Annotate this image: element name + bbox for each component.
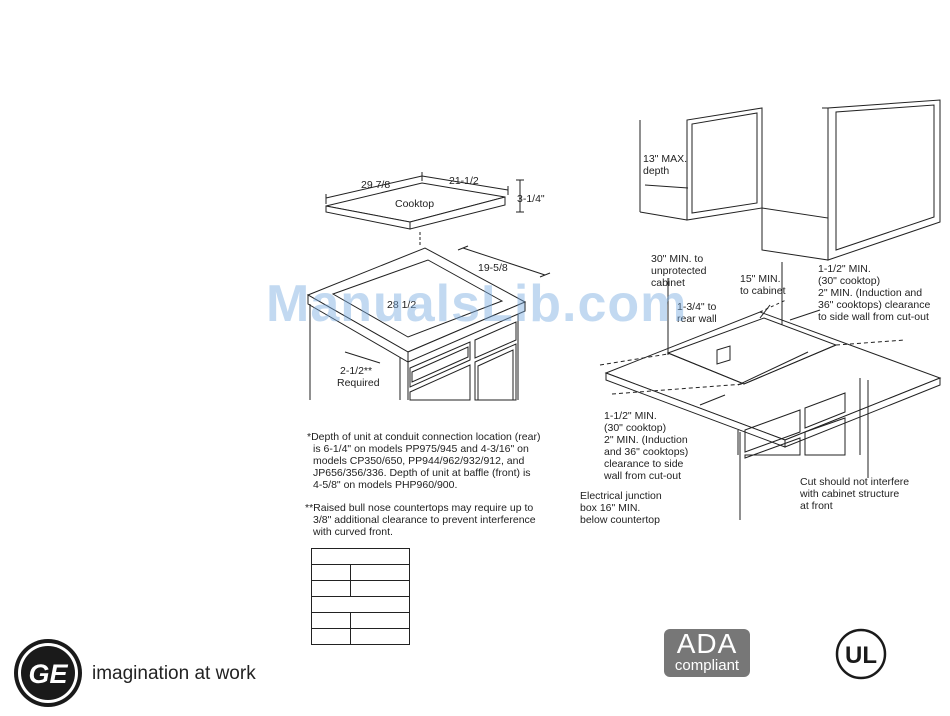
note-depth: *Depth of unit at conduit connection loc… <box>307 431 540 491</box>
ge-logo: GE <box>14 639 82 707</box>
cut-note-line-1: Cut should not interfere <box>800 476 909 488</box>
note-bull-nose: **Raised bull nose countertops may requi… <box>305 502 536 538</box>
ada-compliant-badge: ADA compliant <box>664 629 750 677</box>
ada-badge-subtitle: compliant <box>674 657 740 674</box>
side-upper-line-3: 2" MIN. (Induction and <box>818 287 922 299</box>
side-lower-line-5: clearance to side <box>604 458 684 470</box>
min-30-line-1: 30" MIN. to <box>651 253 703 265</box>
side-upper-line-2: (30" cooktop) <box>818 275 880 287</box>
dim-3-label: 3-1/4" <box>517 193 545 205</box>
max-depth-line-1: 13" MAX. <box>643 153 687 165</box>
max-depth-line-2: depth <box>643 165 669 177</box>
note-depth-line-1: *Depth of unit at conduit connection loc… <box>307 431 541 443</box>
note-depth-line-5: 4-5/8" on models PHP960/900. <box>313 479 458 491</box>
junction-line-3: below countertop <box>580 514 660 526</box>
side-lower-line-1: 1-1/2" MIN. <box>604 410 657 422</box>
ge-logo-text: GE <box>28 659 68 689</box>
dim-29-label: 29 7/8 <box>361 179 390 191</box>
table-cell <box>311 580 351 597</box>
junction-line-1: Electrical junction <box>580 490 662 502</box>
ul-logo: UL <box>835 628 887 680</box>
required-word-label: Required <box>337 377 380 389</box>
dim-19-label: 19-5/8 <box>478 262 508 274</box>
min-30-line-2: unprotected <box>651 265 707 277</box>
cooktop-label: Cooktop <box>395 198 434 210</box>
watermark: ManualsLib.com <box>266 275 688 333</box>
side-lower-line-3: 2" MIN. (Induction <box>604 434 688 446</box>
table-row <box>311 580 410 597</box>
min-30-line-3: cabinet <box>651 277 685 289</box>
side-upper-line-5: to side wall from cut-out <box>818 311 929 323</box>
note-bull-nose-line-1: **Raised bull nose countertops may requi… <box>305 502 534 514</box>
rear-wall-line-2: rear wall <box>677 313 717 325</box>
side-lower-line-2: (30" cooktop) <box>604 422 666 434</box>
table-cell <box>350 564 410 581</box>
note-depth-line-3: models CP350/650, PP944/962/932/912, and <box>313 455 525 467</box>
table-row <box>311 564 410 581</box>
dim-28-label: 28 1/2 <box>387 299 416 311</box>
table-cell <box>311 612 351 629</box>
side-lower-line-6: wall from cut-out <box>603 470 681 482</box>
table-cell <box>311 564 351 581</box>
ada-badge-title: ADA <box>676 628 738 659</box>
table-row <box>311 612 410 629</box>
ge-tagline: imagination at work <box>92 663 256 684</box>
base-cabinet-illustration <box>306 245 551 401</box>
countertop-clearance-illustration <box>599 99 942 520</box>
dim-21-label: 21-1/2 <box>449 175 479 187</box>
note-depth-line-2: is 6-1/4" on models PP975/945 and 4-3/16… <box>313 443 529 455</box>
note-depth-line-4: JP656/356/336. Depth of unit at baffle (… <box>313 467 531 479</box>
note-bull-nose-line-3: with curved front. <box>313 526 393 538</box>
junction-line-2: box 16" MIN. <box>580 502 640 514</box>
table-cell <box>311 628 351 645</box>
table-cell <box>350 628 410 645</box>
ul-logo-text: UL <box>845 642 877 669</box>
cut-note-line-3: at front <box>800 500 833 512</box>
side-upper-line-4: 36" cooktops) clearance <box>818 299 930 311</box>
table-cell <box>311 548 410 565</box>
cut-note-line-2: with cabinet structure <box>799 488 899 500</box>
table-cell <box>350 580 410 597</box>
table-row <box>311 628 410 645</box>
table-cell <box>311 596 410 613</box>
side-lower-line-4: and 36" cooktops) <box>604 446 688 458</box>
min-15-line-1: 15" MIN. <box>740 273 781 285</box>
spec-table <box>311 548 410 645</box>
min-15-line-2: to cabinet <box>740 285 786 297</box>
cooktop-illustration <box>325 172 524 230</box>
note-bull-nose-line-2: 3/8" additional clearance to prevent int… <box>313 514 536 526</box>
required-value-label: 2-1/2** <box>340 365 372 377</box>
table-row <box>311 596 410 613</box>
table-cell <box>350 612 410 629</box>
right-labels: 13" MAX. depth 30" MIN. to unprotected c… <box>580 153 930 526</box>
table-row <box>311 548 410 565</box>
rear-wall-line-1: 1-3/4" to <box>677 301 716 313</box>
side-upper-line-1: 1-1/2" MIN. <box>818 263 871 275</box>
